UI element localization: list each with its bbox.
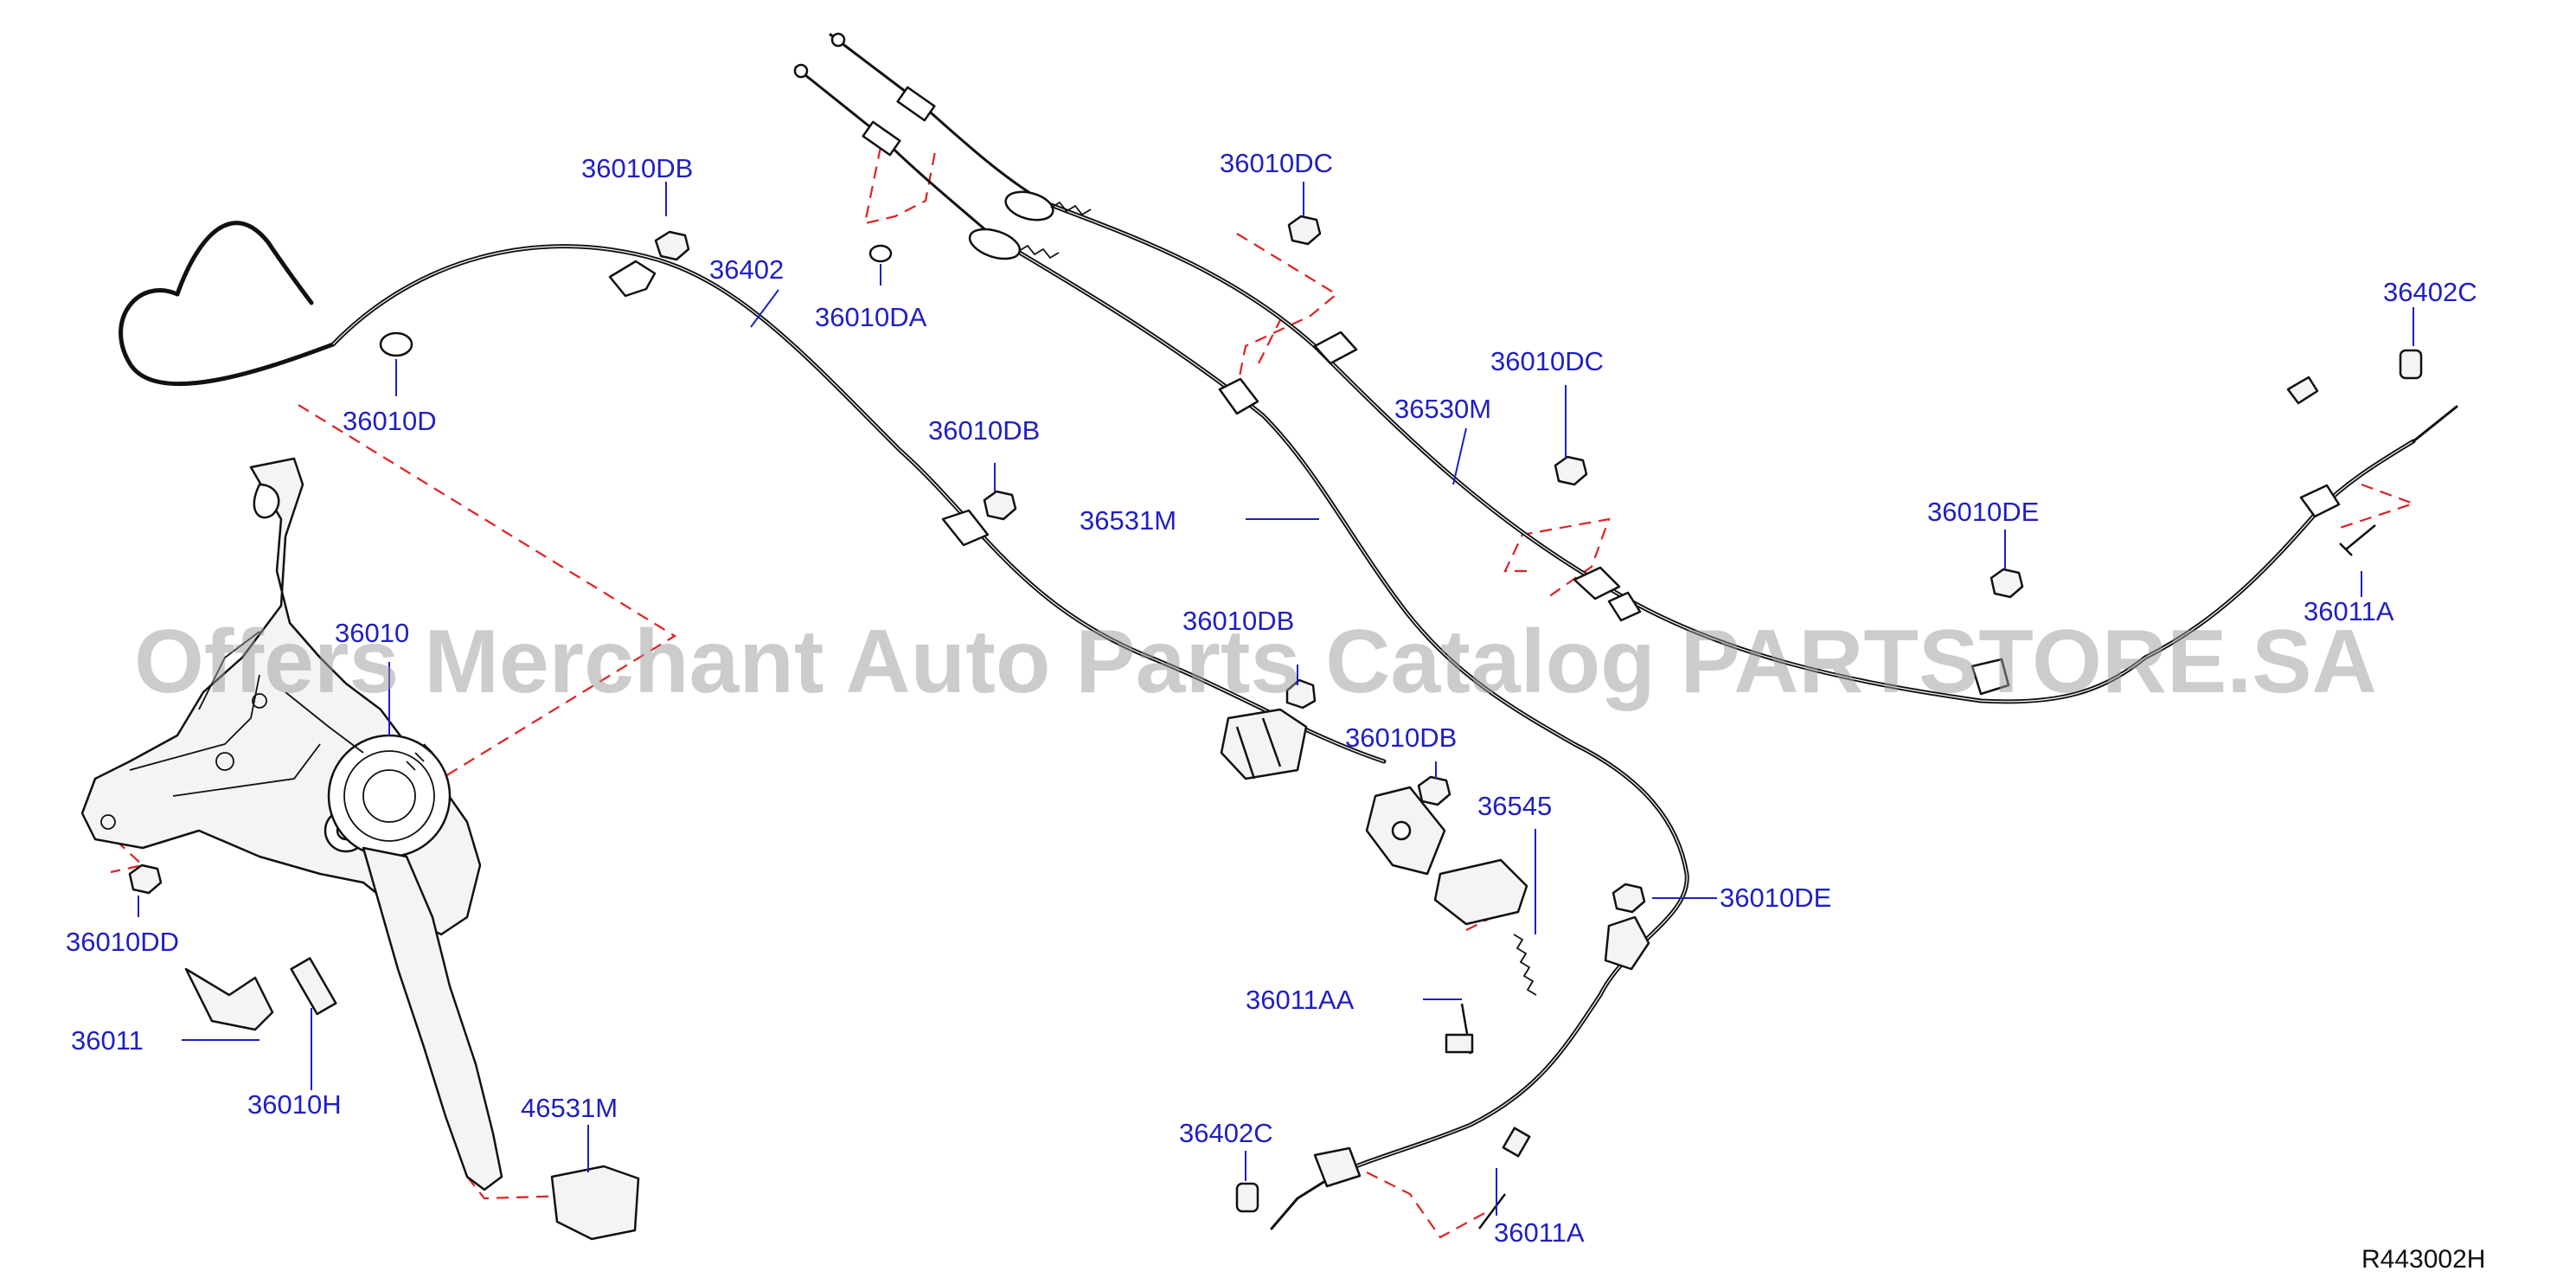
- label-36010DB[interactable]: 36010DB: [928, 415, 1040, 446]
- label-36010[interactable]: 36010: [335, 618, 409, 648]
- label-36531M[interactable]: 36531M: [1080, 505, 1176, 536]
- label-36402C[interactable]: 36402C: [1179, 1118, 1273, 1148]
- label-36011A[interactable]: 36011A: [2304, 596, 2394, 626]
- watermark: Offers Merchant Auto Parts Catalog PARTS…: [134, 612, 2377, 712]
- label-36010DB[interactable]: 36010DB: [1345, 722, 1457, 753]
- diagram-code: R443002H: [2361, 1245, 2485, 1274]
- label-36011A[interactable]: 36011A: [1494, 1217, 1585, 1248]
- cable-loops: [862, 86, 1092, 260]
- label-36010DE[interactable]: 36010DE: [1927, 497, 2039, 527]
- label-36011[interactable]: 36011: [71, 1025, 144, 1056]
- label-36010DD[interactable]: 36010DD: [66, 927, 179, 957]
- front-cable-36402: [119, 221, 1387, 764]
- label-36010H[interactable]: 36010H: [247, 1089, 342, 1120]
- clamp-36011: [184, 967, 274, 1031]
- label-36010D[interactable]: 36010D: [343, 406, 437, 436]
- pedal-assembly-36010: [80, 457, 503, 1191]
- label-36010DB[interactable]: 36010DB: [581, 153, 693, 183]
- label-36545[interactable]: 36545: [1477, 791, 1552, 821]
- bracket-36545: [1433, 858, 1528, 926]
- rear-cable-36530M: [829, 32, 2458, 704]
- label-36402C[interactable]: 36402C: [2383, 277, 2477, 307]
- part-labels: 36010DB 36402 36010DA 36010D 36010DC 360…: [66, 148, 2477, 1248]
- label-36010DC[interactable]: 36010DC: [1220, 148, 1333, 178]
- label-36011AA[interactable]: 36011AA: [1246, 985, 1355, 1015]
- nut-36010DB-a: [654, 230, 690, 261]
- leader-lines: [138, 182, 2414, 1216]
- label-46531M[interactable]: 46531M: [521, 1093, 618, 1123]
- label-36010DB[interactable]: 36010DB: [1182, 606, 1294, 636]
- label-36530M[interactable]: 36530M: [1394, 394, 1491, 424]
- hardware-parts: [128, 215, 2423, 1241]
- label-36010DA[interactable]: 36010DA: [815, 302, 927, 332]
- label-36402[interactable]: 36402: [709, 254, 784, 285]
- pedal-pad-46531M: [550, 1165, 640, 1241]
- cable-clips: [608, 260, 2341, 1188]
- label-36010DE[interactable]: 36010DE: [1720, 883, 1831, 913]
- label-36010DC[interactable]: 36010DC: [1490, 346, 1604, 376]
